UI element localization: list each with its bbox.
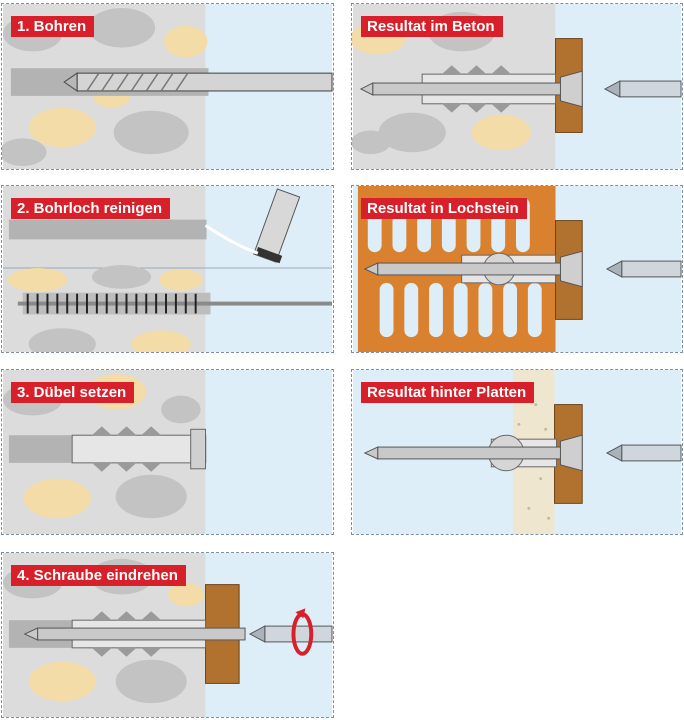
result-platten-label: Resultat hinter Platten [361,382,535,403]
panel-step-2: 2. Bohrloch reinigen [1,185,334,353]
screwdriver-bit-icon [605,444,682,462]
screwdriver-bit-icon [605,260,682,278]
panel-result-beton: Resultat im Beton [351,3,683,170]
drilling-illustration [2,4,333,169]
step-4-label: 4. Schraube eindrehen [11,565,186,586]
screwdriver-bit-icon [248,625,333,643]
step-1-label: 1. Bohren [11,16,95,37]
step-3-label: 3. Dübel setzen [11,382,135,403]
screw-icon [363,250,583,288]
drill-bit-icon [63,72,333,93]
rotation-arrow-icon [291,608,314,656]
panel-step-4: 4. Schraube eindrehen [1,552,334,718]
wall-plug-icon [71,426,207,472]
panel-step-1: 1. Bohren [1,3,334,170]
screw-icon [23,627,246,641]
panel-result-lochstein: Resultat in Lochstein [351,185,683,353]
screw-icon [359,70,583,108]
panel-result-platten: Resultat hinter Platten [351,369,683,535]
result-beton-label: Resultat im Beton [361,16,503,37]
screwdriver-bit-icon [603,80,682,98]
screw-icon [363,434,583,472]
panel-step-3: 3. Dübel setzen [1,369,334,535]
blow-pump-icon [204,188,301,264]
result-lochstein-label: Resultat in Lochstein [361,198,527,219]
cleaning-brush-icon [17,292,333,315]
step-2-label: 2. Bohrloch reinigen [11,198,171,219]
